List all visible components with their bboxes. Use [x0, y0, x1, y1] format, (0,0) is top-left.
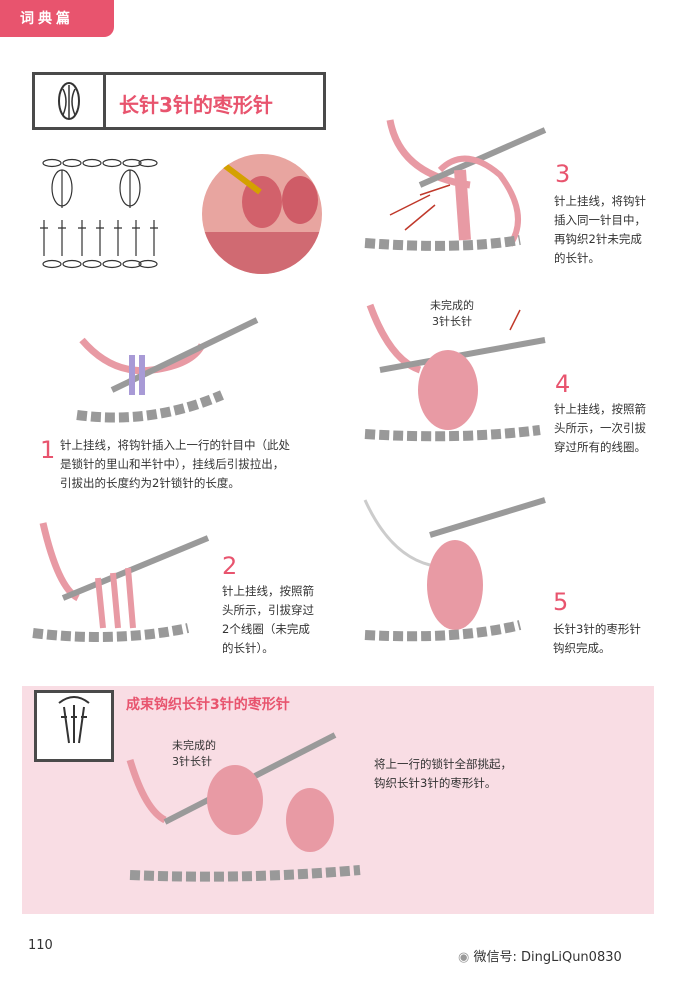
subsection-panel: [22, 686, 654, 914]
step-4-number: 4: [555, 370, 571, 398]
step-3-number: 3: [555, 160, 571, 188]
step-1-text: 针上挂线，将钩针插入上一行的针目中（此处 是锁针的里山和半针中），挂线后引拔拉出…: [60, 438, 290, 490]
page-title: 长针3针的枣形针: [119, 93, 273, 117]
step5-illustration: [363, 497, 546, 642]
cluster-symbol-box: [34, 690, 114, 762]
step-5-number: 5: [553, 588, 569, 616]
title-box: 长针3针的枣形针: [32, 72, 326, 130]
page-number: 110: [28, 938, 53, 953]
crochet-sample-photo: [202, 154, 322, 274]
step-4-text: 针上挂线，按照箭 头所示，一次引拔 穿过所有的线圈。: [554, 402, 646, 454]
bobble-symbol-svg: [58, 82, 80, 120]
step2-illustration: [32, 522, 210, 642]
cluster-illustration: [126, 732, 361, 882]
cluster-symbol-icon: [58, 696, 90, 744]
section-tab-label: 词典篇: [20, 11, 74, 27]
section-tab: 词典篇: [0, 0, 114, 37]
wechat-icon: ◉: [458, 950, 470, 965]
stitch-chart-diagram: [40, 158, 158, 269]
bobble-symbol-icon: [35, 75, 106, 127]
step-2-text: 针上挂线，按照箭 头所示，引拔穿过 2个线圈（未完成 的长针）。: [222, 584, 314, 655]
step1-illustration: [76, 317, 259, 423]
unfinished-label-top: 未完成的 3针长针: [430, 299, 474, 328]
wechat-id: ◉ 微信号: DingLiQun0830: [458, 950, 622, 965]
step-1-number: 1: [40, 436, 56, 464]
step4-illustration: [364, 303, 546, 442]
step3-illustration: [364, 119, 547, 251]
step-5-text: 长针3针的枣形针 钩织完成。: [553, 622, 641, 655]
step-3-text: 针上挂线，将钩针 插入同一针目中， 再钩织2针未完成 的长针。: [554, 194, 646, 265]
subsection-title: 成束钩织长针3针的枣形针: [126, 697, 290, 713]
unfinished-label-bottom: 未完成的 3针长针: [172, 739, 216, 768]
step-2-number: 2: [222, 552, 238, 580]
subsection-text: 将上一行的锁针全部挑起， 钩织长针3针的枣形针。: [374, 757, 512, 790]
